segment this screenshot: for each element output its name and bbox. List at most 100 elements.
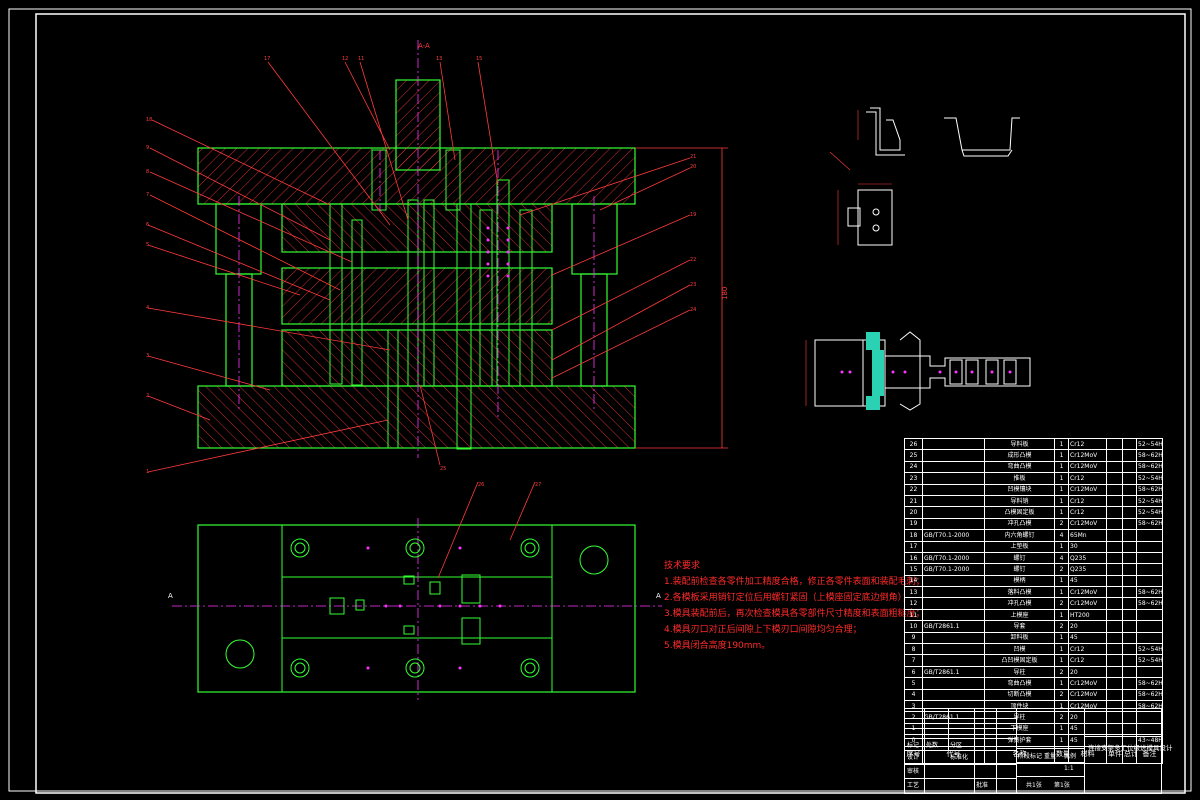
bom-cell-no: 5 [904, 677, 923, 690]
bom-cell-name: 推板 [984, 472, 1055, 485]
part-detail-views [847, 107, 1020, 246]
bom-cell-qty: 1 [1054, 631, 1069, 645]
bom-cell-name: 冲孔凸模 [984, 597, 1055, 610]
bom-cell-name: 螺钉 [984, 551, 1055, 565]
bom-cell-mat: Cr12MoV [1068, 460, 1107, 474]
bom-cell-mat: 65Mn [1068, 529, 1107, 542]
bom-cell-note [1136, 608, 1163, 622]
bom-cell-std: GB/T2861.1 [922, 620, 985, 633]
bom-cell-w2 [1122, 551, 1137, 565]
bom-cell-name: 螺钉 [984, 563, 1055, 576]
bom-cell-w1 [1106, 506, 1123, 519]
notes-line-3: 3.模具装配前后，再次检查模具各零部件尺寸精度和表面粗糙度； [664, 609, 925, 619]
bom-cell-mat: Cr12 [1068, 437, 1107, 451]
bom-cell-w2 [1122, 472, 1137, 485]
bom-cell-note [1136, 574, 1163, 588]
tb-label-stage: 阶段标记 [1018, 753, 1043, 760]
bom-cell-mat: 20 [1068, 620, 1107, 633]
svg-text:27: 27 [535, 482, 541, 488]
bom-cell-w1 [1106, 494, 1123, 508]
bom-cell-name: 成形凸模 [984, 449, 1055, 462]
bom-cell-w2 [1122, 449, 1137, 462]
bom-cell-w2 [1122, 665, 1137, 679]
bom-cell-qty: 1 [1054, 734, 1069, 747]
bom-cell-mat: Cr12MoV [1068, 483, 1107, 496]
bom-cell-qty: 1 [1054, 540, 1069, 553]
bom-cell-qty: 1 [1054, 449, 1069, 462]
bom-cell-no: 24 [904, 460, 923, 474]
bom-cell-qty: 2 [1054, 597, 1069, 610]
bom-cell-std [922, 654, 985, 667]
bom-cell-no: 20 [904, 506, 923, 519]
tb-label-scale: 比例 [1064, 753, 1077, 760]
bom-cell-w2 [1122, 574, 1137, 588]
bom-cell-w1 [1106, 677, 1123, 690]
bom-cell-w1 [1106, 586, 1123, 599]
bom-cell-std: GB/T70.1-2000 [922, 529, 985, 542]
bom-cell-no: 9 [904, 631, 923, 645]
tb-scale-value: 1:1 [1064, 765, 1074, 772]
bom-cell-name: 冲孔凸模 [984, 517, 1055, 531]
bom-cell-mat: 45 [1068, 631, 1107, 645]
bom-cell-qty: 1 [1054, 483, 1069, 496]
bom-cell-name: 上模座 [984, 608, 1055, 622]
bom-cell-std [922, 517, 985, 531]
notes-line-1: 1.装配前检查各零件加工精度合格，修正各零件表面和装配毛刺； [664, 577, 925, 587]
bom-cell-w2 [1122, 608, 1137, 622]
bom-cell-note: 58~62HRC [1136, 688, 1163, 702]
bom-cell-w2 [1122, 643, 1137, 656]
bom-cell-std: GB/T70.1-2000 [922, 551, 985, 565]
bom-cell-w2 [1122, 563, 1137, 576]
bom-cell-w2 [1122, 654, 1137, 667]
bom-cell-name: 导套 [984, 620, 1055, 633]
bom-cell-std [922, 437, 985, 451]
svg-text:26: 26 [478, 482, 484, 488]
section-label: A-A [418, 42, 430, 50]
bom-cell-w1 [1106, 631, 1123, 645]
bom-cell-mat: Q235 [1068, 563, 1107, 576]
technical-requirements: 技术要求 1.装配前检查各零件加工精度合格，修正各零件表面和装配毛刺； 2.各模… [664, 558, 925, 654]
bom-cell-w2 [1122, 586, 1137, 599]
bom-cell-w2 [1122, 597, 1137, 610]
svg-text:21: 21 [690, 154, 696, 160]
notes-line-4: 4.模具刃口对正后间隙上下模刃口间隙均匀合理； [664, 625, 862, 635]
bom-cell-no: 25 [904, 449, 923, 462]
bom-cell-note: 52~54HRC [1136, 643, 1163, 656]
bom-cell-name: 模柄 [984, 574, 1055, 588]
bom-cell-note: 58~62HRC [1136, 699, 1163, 713]
bom-cell-qty: 4 [1054, 551, 1069, 565]
bom-cell-qty: 2 [1054, 620, 1069, 633]
bom-cell-w1 [1106, 517, 1123, 531]
svg-text:18: 18 [146, 117, 152, 123]
bom-cell-note [1136, 529, 1163, 542]
bom-cell-note [1136, 620, 1163, 633]
bom-cell-w2 [1122, 460, 1137, 474]
bom-header-note: 备注 [1136, 745, 1163, 764]
tb-label-review: 审核 [907, 768, 920, 775]
plan-view: 26 27 A A [168, 481, 662, 700]
bom-cell-note: 58~62HRC [1136, 586, 1163, 599]
bom-cell-note: 58~62HRC [1136, 449, 1163, 462]
title-block: 设计 标准化 审核 工艺 批准 标记 处数 分区 阶段标记 重量 比例 1:1 … [904, 708, 1173, 794]
bom-cell-no: 16 [904, 551, 923, 565]
bom-cell-qty: 1 [1054, 654, 1069, 667]
bom-cell-note: 43~48HRC [1136, 734, 1163, 747]
bom-cell-name: 导料销 [984, 494, 1055, 508]
bom-cell-std [922, 631, 985, 645]
bom-cell-mat: 45 [1068, 574, 1107, 588]
bom-cell-no: 0 [904, 734, 923, 747]
svg-text:6: 6 [146, 222, 149, 228]
bom-cell-no: 22 [904, 483, 923, 496]
tb-label-design: 设计 [907, 754, 920, 761]
bom-cell-name: 内六角螺钉 [984, 529, 1055, 542]
